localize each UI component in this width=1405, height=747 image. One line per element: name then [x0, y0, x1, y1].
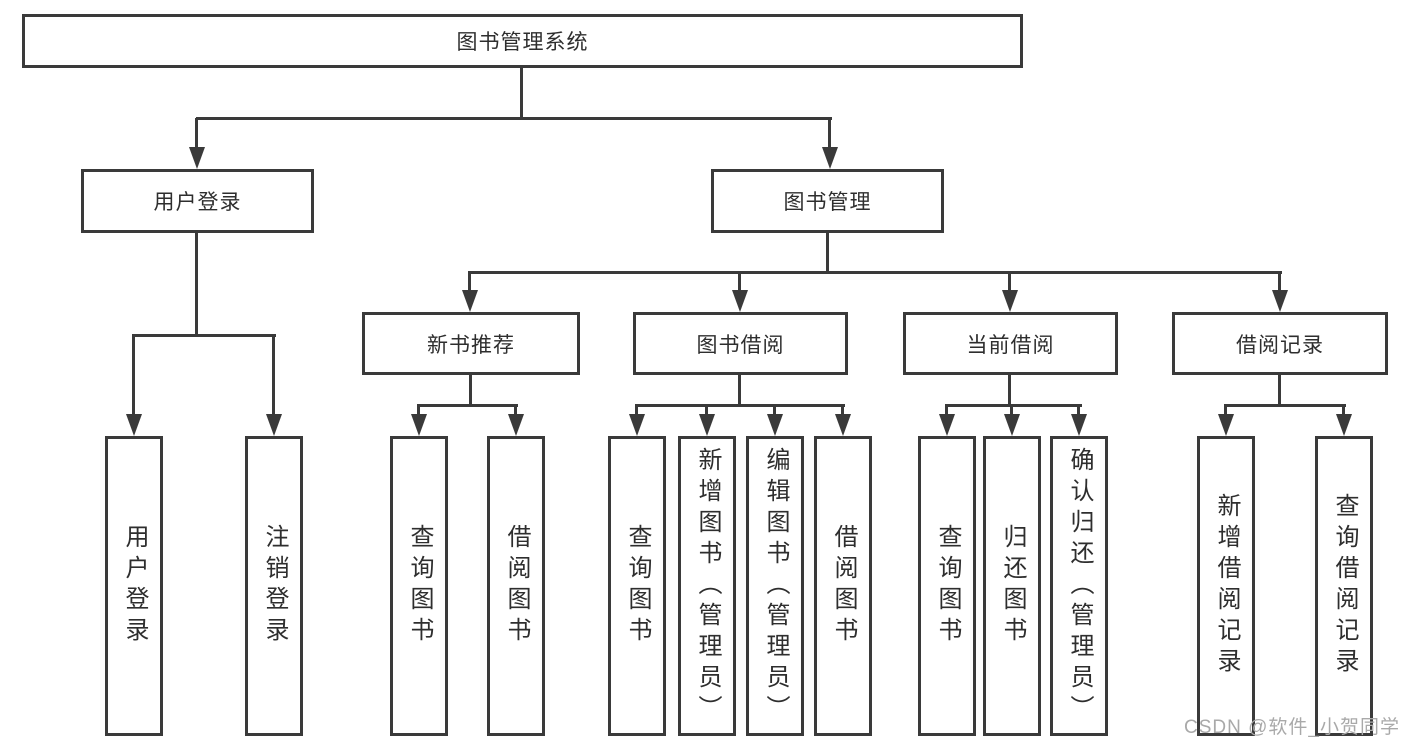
- leaf-edit-book-admin-label: 编辑图书（管理员）: [762, 446, 789, 726]
- node-user-login: 用户登录: [81, 169, 314, 233]
- connector-line: [468, 272, 471, 294]
- leaf-borrow-books: 借阅图书: [814, 436, 872, 736]
- connector-line: [469, 375, 472, 406]
- leaf-borrow-books-recommend-label: 借阅图书: [503, 524, 530, 648]
- node-borrow-records-label: 借阅记录: [1236, 333, 1324, 357]
- connector-line: [1278, 272, 1281, 294]
- connector-line: [1008, 272, 1011, 294]
- connector-line: [195, 118, 198, 150]
- connector-line: [945, 404, 1082, 407]
- connector-arrow: [126, 414, 142, 436]
- leaf-return-books: 归还图书: [983, 436, 1041, 736]
- connector-line: [132, 335, 135, 417]
- leaf-user-login: 用户登录: [105, 436, 163, 736]
- leaf-return-books-label: 归还图书: [999, 524, 1026, 648]
- node-user-login-label: 用户登录: [153, 191, 242, 214]
- leaf-query-books-borrow-label: 查询图书: [624, 524, 651, 648]
- connector-arrow: [699, 414, 715, 436]
- connector-line: [1008, 375, 1011, 406]
- connector-arrow: [732, 290, 748, 312]
- connector-line: [514, 405, 517, 417]
- connector-line: [132, 334, 276, 337]
- node-book-borrow-label: 图书借阅: [696, 333, 785, 357]
- connector-arrow: [939, 414, 955, 436]
- node-current-borrow-label: 当前借阅: [966, 333, 1055, 357]
- node-borrow-records: 借阅记录: [1172, 312, 1388, 375]
- connector-arrow: [1336, 414, 1352, 436]
- leaf-query-books-current: 查询图书: [918, 436, 976, 736]
- leaf-confirm-return-admin-label: 确认归还（管理员）: [1066, 446, 1093, 726]
- connector-line: [738, 272, 741, 294]
- connector-line: [841, 405, 844, 417]
- leaf-add-book-admin-label: 新增图书（管理员）: [694, 446, 721, 726]
- connector-arrow: [1071, 414, 1087, 436]
- connector-line: [738, 375, 741, 406]
- node-book-management-label: 图书管理: [783, 191, 872, 214]
- connector-line: [773, 405, 776, 417]
- connector-arrow: [629, 414, 645, 436]
- connector-arrow: [411, 414, 427, 436]
- node-book-borrow: 图书借阅: [633, 312, 848, 375]
- connector-line: [1224, 405, 1227, 417]
- connector-line: [635, 404, 845, 407]
- leaf-query-borrow-record: 查询借阅记录: [1315, 436, 1373, 736]
- leaf-query-borrow-record-label: 查询借阅记录: [1331, 493, 1358, 679]
- node-root: 图书管理系统: [22, 14, 1023, 68]
- connector-line: [417, 405, 420, 417]
- leaf-edit-book-admin: 编辑图书（管理员）: [746, 436, 804, 736]
- leaf-add-book-admin: 新增图书（管理员）: [678, 436, 736, 736]
- leaf-query-books-current-label: 查询图书: [934, 524, 961, 648]
- connector-line: [828, 118, 831, 150]
- leaf-logout-login-label: 注销登录: [261, 524, 288, 648]
- leaf-add-borrow-record: 新增借阅记录: [1197, 436, 1255, 736]
- leaf-logout-login: 注销登录: [245, 436, 303, 736]
- watermark-text: CSDN @软件_小贺同学: [1184, 717, 1400, 738]
- leaf-confirm-return-admin: 确认归还（管理员）: [1050, 436, 1108, 736]
- connector-line: [826, 233, 829, 274]
- connector-arrow: [462, 290, 478, 312]
- leaf-user-login-label: 用户登录: [121, 524, 148, 648]
- node-new-book-recommend-label: 新书推荐: [427, 333, 515, 357]
- connector-line: [705, 405, 708, 417]
- connector-arrow: [767, 414, 783, 436]
- leaf-borrow-books-recommend: 借阅图书: [487, 436, 545, 736]
- node-current-borrow: 当前借阅: [903, 312, 1118, 375]
- connector-line: [272, 335, 275, 417]
- connector-line: [1224, 404, 1346, 407]
- leaf-add-borrow-record-label: 新增借阅记录: [1213, 493, 1240, 679]
- connector-line: [468, 271, 1282, 274]
- leaf-query-books-borrow: 查询图书: [608, 436, 666, 736]
- connector-arrow: [266, 414, 282, 436]
- node-book-management: 图书管理: [711, 169, 944, 233]
- connector-arrow: [1002, 290, 1018, 312]
- connector-line: [520, 68, 523, 118]
- connector-arrow: [1004, 414, 1020, 436]
- leaf-query-books-recommend: 查询图书: [390, 436, 448, 736]
- connector-arrow: [189, 147, 205, 169]
- connector-arrow: [508, 414, 524, 436]
- leaf-query-books-recommend-label: 查询图书: [406, 524, 433, 648]
- connector-arrow: [1218, 414, 1234, 436]
- connector-line: [195, 233, 198, 337]
- connector-line: [1010, 405, 1013, 417]
- connector-line: [1077, 405, 1080, 417]
- connector-line: [1342, 405, 1345, 417]
- connector-arrow: [1272, 290, 1288, 312]
- node-new-book-recommend: 新书推荐: [362, 312, 580, 375]
- connector-arrow: [822, 147, 838, 169]
- connector-line: [1278, 375, 1281, 406]
- connector-arrow: [835, 414, 851, 436]
- connector-line: [945, 405, 948, 417]
- node-root-label: 图书管理系统: [456, 31, 589, 54]
- connector-line: [417, 404, 518, 407]
- leaf-borrow-books-label: 借阅图书: [830, 524, 857, 648]
- connector-line: [635, 405, 638, 417]
- connector-line: [196, 117, 832, 120]
